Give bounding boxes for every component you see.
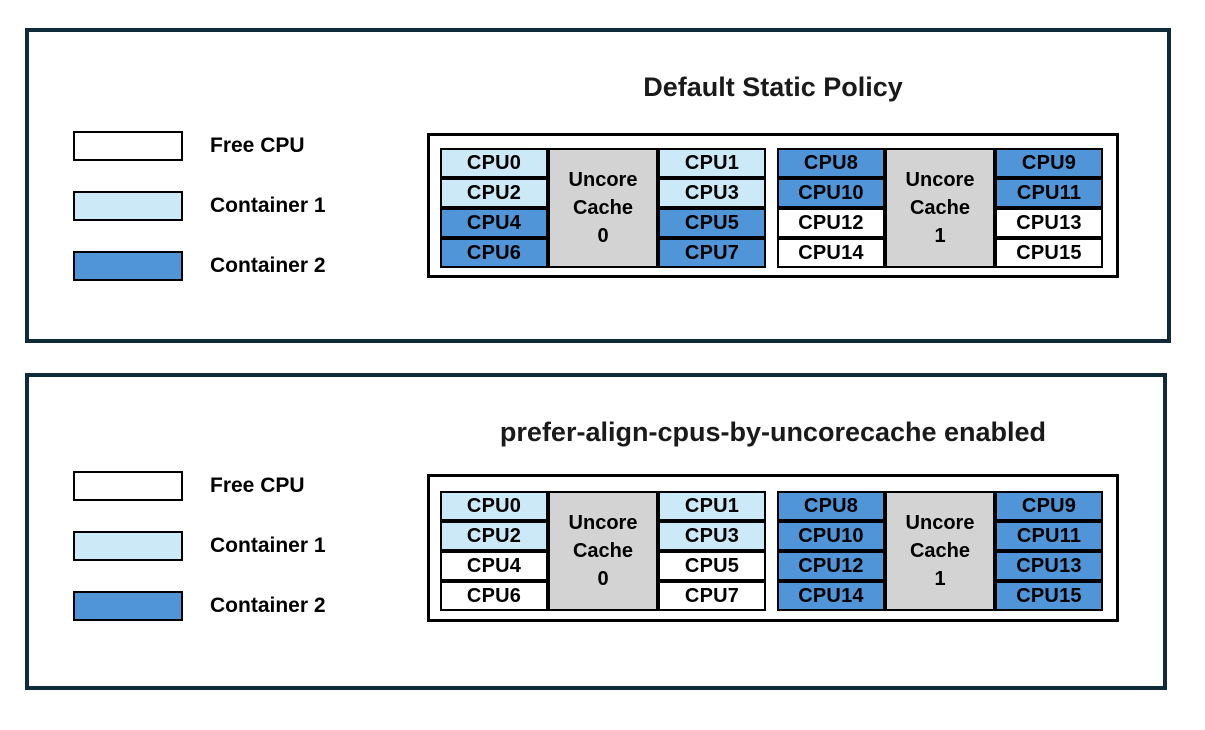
- cpu-cell-cpu12: CPU12: [777, 551, 885, 581]
- uncore-cache-label-line: Cache: [572, 540, 634, 562]
- cpu-cell-cpu8: CPU8: [777, 491, 885, 521]
- cpu-cell-cpu3: CPU3: [658, 178, 766, 208]
- legend-swatch-container2: [73, 251, 183, 281]
- uncore-cache-label-line: 1: [934, 568, 946, 590]
- legend-swatch-container1: [73, 531, 183, 561]
- cpu-cell-cpu4: CPU4: [440, 208, 548, 238]
- panel-title: Default Static Policy: [643, 72, 903, 102]
- legend-item-free: Free CPU: [73, 131, 326, 161]
- uncore-cache-label-line: Uncore: [905, 512, 975, 534]
- cpu-cell-cpu5: CPU5: [658, 208, 766, 238]
- uncore-cache-label-line: Uncore: [568, 512, 638, 534]
- cpu-cell-cpu0: CPU0: [440, 491, 548, 521]
- cpu-cell-cpu7: CPU7: [658, 581, 766, 611]
- legend-label: Container 2: [210, 594, 326, 617]
- cpu-cell-cpu11: CPU11: [995, 521, 1103, 551]
- cpu-cell-cpu1: CPU1: [658, 491, 766, 521]
- uncore-cache-label-line: Cache: [572, 197, 634, 219]
- legend-label: Container 2: [210, 254, 326, 277]
- cpu-cell-cpu12: CPU12: [777, 208, 885, 238]
- cpu-cell-cpu3: CPU3: [658, 521, 766, 551]
- cpu-cell-cpu0: CPU0: [440, 148, 548, 178]
- cpu-cell-cpu4: CPU4: [440, 551, 548, 581]
- cpu-cell-cpu10: CPU10: [777, 521, 885, 551]
- legend-label: Free CPU: [210, 474, 305, 497]
- uncore-cache-label-line: Cache: [909, 197, 971, 219]
- legend-swatch-container2: [73, 591, 183, 621]
- cpu-cell-cpu2: CPU2: [440, 521, 548, 551]
- legend-swatch-free: [73, 131, 183, 161]
- cpu-cell-cpu6: CPU6: [440, 581, 548, 611]
- legend-label: Free CPU: [210, 134, 305, 157]
- uncore-cache-label-line: 0: [597, 568, 609, 590]
- cpu-cell-cpu14: CPU14: [777, 238, 885, 268]
- uncore-cache-label-line: 0: [597, 225, 609, 247]
- cpu-cell-cpu5: CPU5: [658, 551, 766, 581]
- uncore-cache-label-line: Uncore: [905, 169, 975, 191]
- uncore-cache-label-line: 1: [934, 225, 946, 247]
- legend-label: Container 1: [210, 534, 326, 557]
- panel-prefer-align-uncorecache: prefer-align-cpus-by-uncorecache enabled…: [25, 373, 1167, 690]
- legend-item-container1: Container 1: [73, 531, 326, 561]
- uncore-cache-label-line: Uncore: [568, 169, 638, 191]
- legend-label: Container 1: [210, 194, 326, 217]
- cpu-cell-cpu14: CPU14: [777, 581, 885, 611]
- cpu-cell-cpu7: CPU7: [658, 238, 766, 268]
- cpu-legend: Free CPU Container 1 Container 2: [73, 131, 326, 281]
- legend-item-container2: Container 2: [73, 251, 326, 281]
- cpu-cell-cpu11: CPU11: [995, 178, 1103, 208]
- cpu-cell-cpu9: CPU9: [995, 148, 1103, 178]
- panel-title: prefer-align-cpus-by-uncorecache enabled: [499, 417, 1047, 447]
- cpu-cell-cpu8: CPU8: [777, 148, 885, 178]
- cpu-cell-cpu13: CPU13: [995, 551, 1103, 581]
- legend-item-container2: Container 2: [73, 591, 326, 621]
- cpu-cell-cpu2: CPU2: [440, 178, 548, 208]
- legend-item-container1: Container 1: [73, 191, 326, 221]
- cpu-cell-cpu1: CPU1: [658, 148, 766, 178]
- cpu-cell-cpu10: CPU10: [777, 178, 885, 208]
- legend-item-free: Free CPU: [73, 471, 326, 501]
- legend-swatch-container1: [73, 191, 183, 221]
- cpu-cell-cpu6: CPU6: [440, 238, 548, 268]
- cpu-legend: Free CPU Container 1 Container 2: [73, 471, 326, 621]
- cpu-cell-cpu15: CPU15: [995, 238, 1103, 268]
- uncore-cache-label-line: Cache: [909, 540, 971, 562]
- cpu-cell-cpu15: CPU15: [995, 581, 1103, 611]
- legend-swatch-free: [73, 471, 183, 501]
- cpu-cell-cpu9: CPU9: [995, 491, 1103, 521]
- cpu-cell-cpu13: CPU13: [995, 208, 1103, 238]
- panel-default-static-policy: Default Static Policy Free CPU Container …: [25, 28, 1171, 343]
